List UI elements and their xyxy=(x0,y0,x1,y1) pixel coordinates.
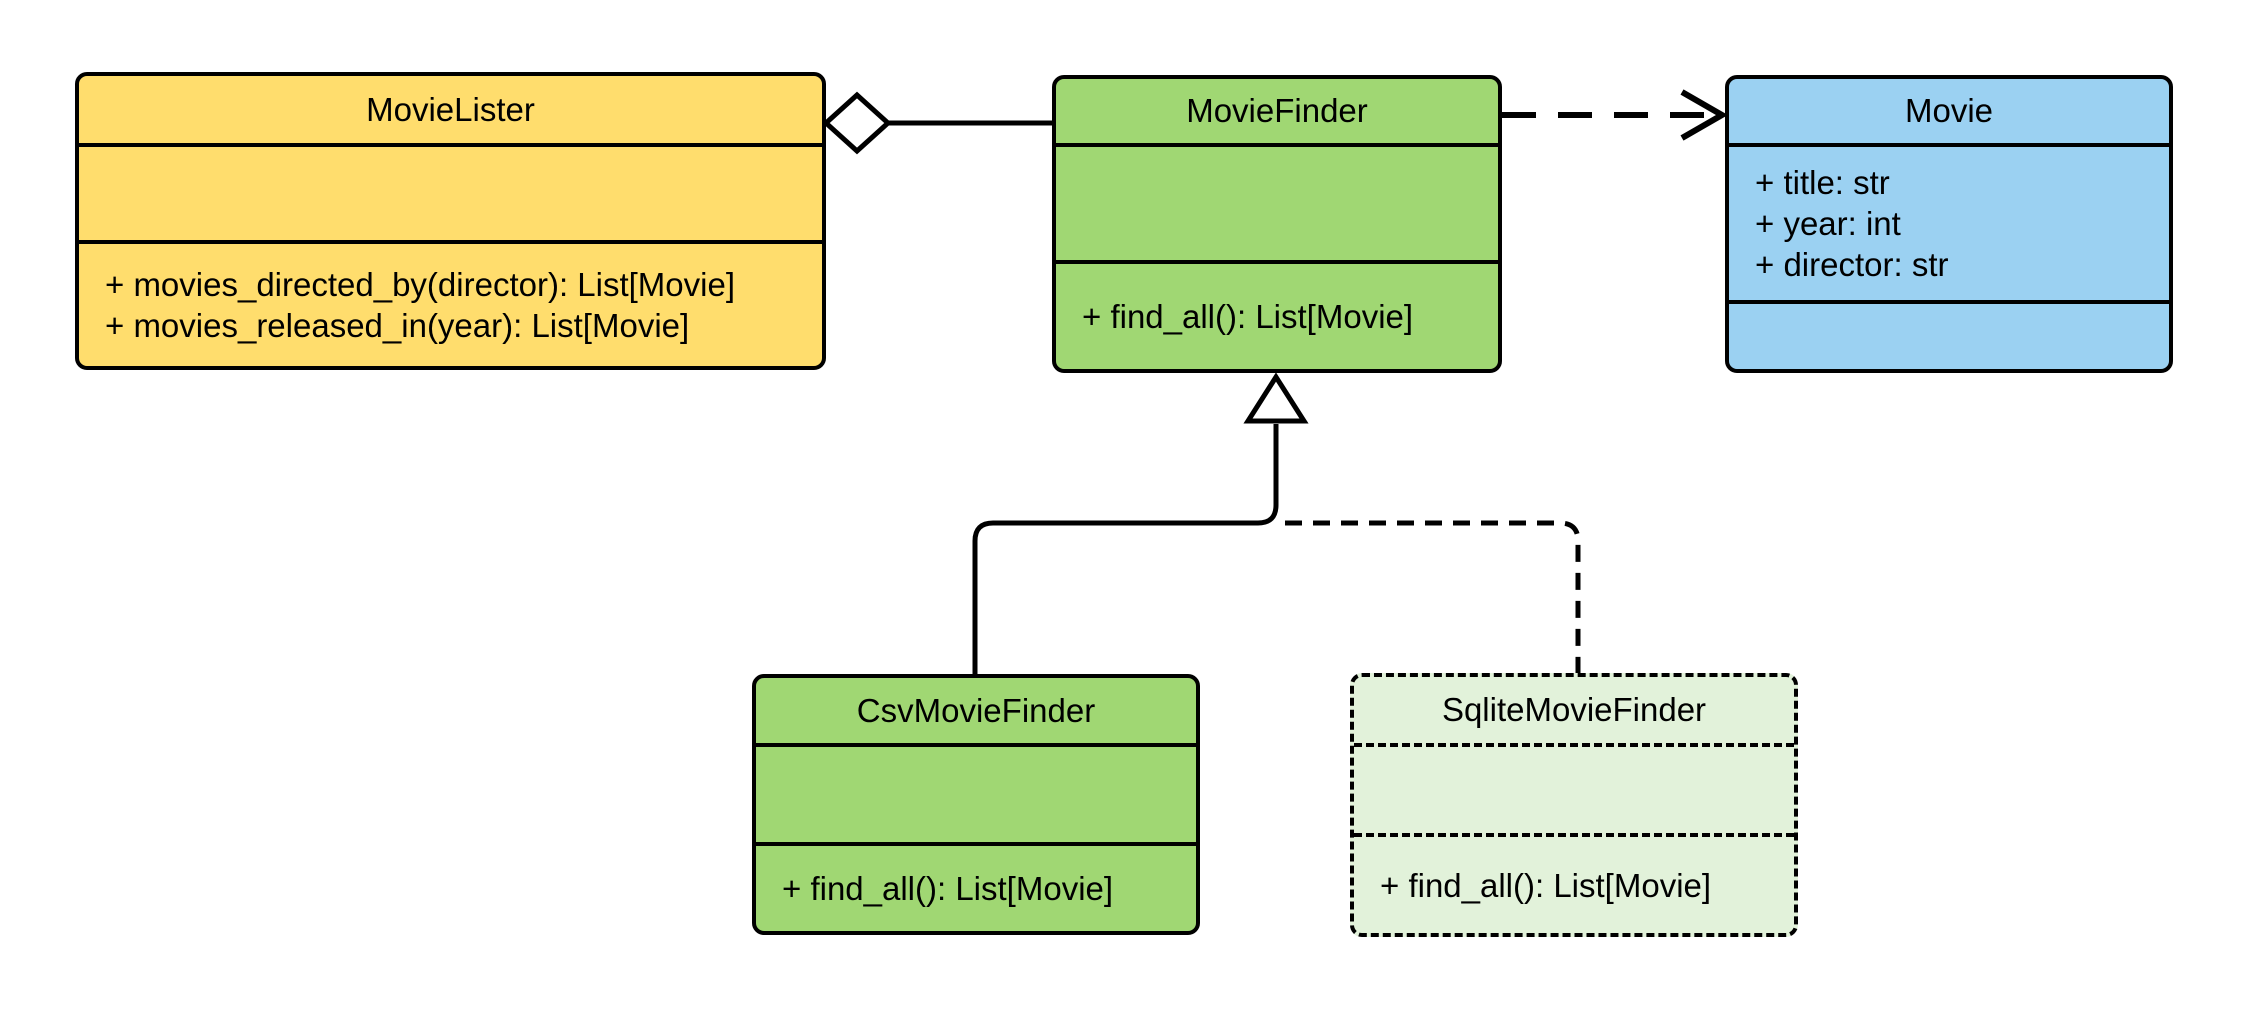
method-item: + find_all(): List[Movie] xyxy=(1380,866,1712,904)
attribute-item: + director: str xyxy=(1755,246,1949,283)
class-title: SqliteMovieFinder xyxy=(1441,691,1707,728)
class-methods-compartment: + find_all(): List[Movie] xyxy=(1056,260,1498,369)
class-title: MovieFinder xyxy=(1186,92,1368,129)
method-item: + find_all(): List[Movie] xyxy=(782,870,1114,907)
attribute-item: + year: int xyxy=(1755,205,1901,242)
aggregation-diamond-icon xyxy=(822,91,892,155)
method-item: + movies_directed_by(director): List[Mov… xyxy=(105,266,735,303)
attribute-item: + title: str xyxy=(1755,164,1890,201)
class-attributes-compartment xyxy=(756,743,1196,842)
inheritance-connector-dashed xyxy=(1285,520,1581,673)
class-attributes-compartment xyxy=(79,143,822,240)
class-title: Movie xyxy=(1904,92,1994,129)
method-item: + movies_released_in(year): List[Movie] xyxy=(105,307,690,344)
class-methods-compartment: + find_all(): List[Movie] xyxy=(756,842,1196,931)
class-box-csvmoviefinder: CsvMovieFinder + find_all(): List[Movie] xyxy=(752,674,1200,935)
aggregation-connector xyxy=(822,91,1052,155)
class-box-sqlitemoviefinder: SqliteMovieFinder + find_all(): List[Mov… xyxy=(1350,673,1798,937)
class-title: CsvMovieFinder xyxy=(856,691,1096,729)
class-methods-compartment xyxy=(1729,300,2169,369)
class-attributes-compartment: + title: str + year: int + director: str xyxy=(1729,143,2169,300)
open-arrowhead-icon xyxy=(1680,89,1729,141)
class-attributes-compartment xyxy=(1354,743,1794,833)
class-box-movielister: MovieLister + movies_directed_by(directo… xyxy=(75,72,826,370)
class-box-movie: Movie + title: str + year: int + directo… xyxy=(1725,75,2173,373)
inheritance-connector-solid xyxy=(972,424,1279,674)
class-attributes-compartment xyxy=(1056,143,1498,260)
dependency-connector xyxy=(1502,89,1729,141)
method-item: + find_all(): List[Movie] xyxy=(1082,298,1414,335)
class-title: MovieLister xyxy=(366,90,535,128)
class-box-moviefinder: MovieFinder + find_all(): List[Movie] xyxy=(1052,75,1502,373)
inheritance-triangle-icon xyxy=(1243,372,1309,424)
class-methods-compartment: + movies_directed_by(director): List[Mov… xyxy=(79,240,822,366)
class-methods-compartment: + find_all(): List[Movie] xyxy=(1354,833,1794,933)
